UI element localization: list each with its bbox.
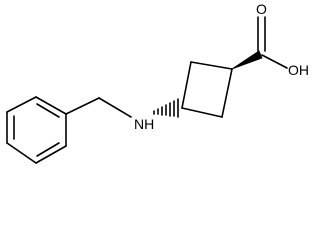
benzene-bond-3 [35, 96, 67, 115]
c-oh-bond [261, 54, 288, 69]
molecule-structure: O OH NH [6, 1, 309, 164]
cyclobutane-bond-2 [190, 61, 233, 70]
cyclobutane-bond-4 [181, 107, 223, 118]
benzene-bond-2 [6, 96, 37, 113]
benzene-bond-6 [6, 142, 37, 164]
benzene-bond-5 [35, 145, 67, 164]
benzene-double-2 [36, 103, 60, 118]
atom-labels: O OH NH [134, 1, 309, 132]
ch2-to-nh-bond [98, 97, 132, 118]
benzene-double-3 [36, 142, 60, 157]
solid-wedge-bond [231, 50, 263, 70]
cyclobutane-bond-1 [181, 61, 192, 109]
hydroxyl-label: OH [288, 62, 309, 78]
cyclobutane-bond-3 [221, 68, 233, 118]
amine-label: NH [134, 116, 154, 132]
ring-to-ch2-bond [65, 97, 100, 115]
carbonyl-oxygen-label: O [256, 1, 267, 17]
hashed-wedge-bond [153, 98, 179, 118]
bonds [6, 16, 288, 164]
